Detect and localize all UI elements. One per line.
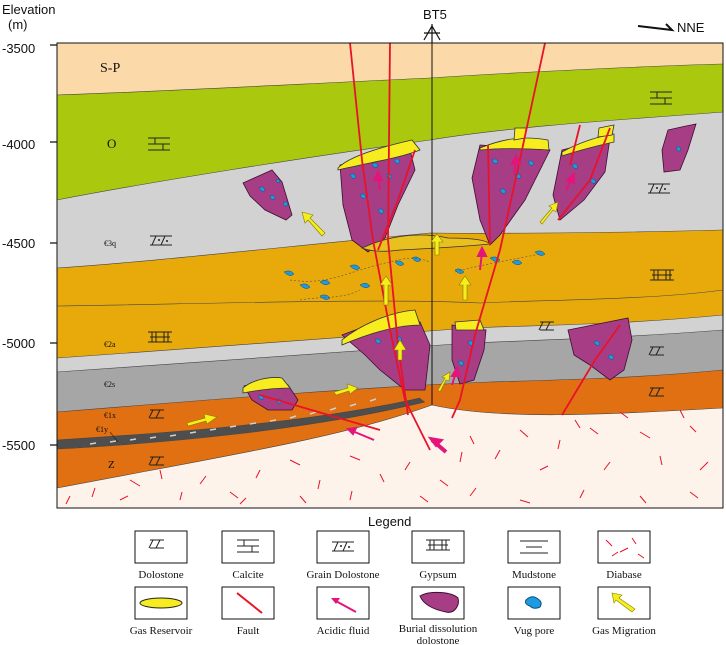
gas-reservoir-lens	[479, 137, 550, 151]
legend-label: Diabase	[606, 569, 642, 581]
legend-label: Calcite	[232, 569, 263, 581]
fault-line	[557, 127, 611, 221]
axis-tick-label: -3500	[2, 41, 35, 56]
fault-line	[259, 394, 381, 431]
acidic-fluid-arrow-icon	[331, 598, 357, 613]
formation-label: €2a	[104, 340, 116, 349]
layer-z	[57, 402, 432, 488]
legend-label: Gas Migration	[592, 625, 656, 637]
legend-label: Acidic fluid	[317, 625, 370, 637]
legend-label: Vug pore	[514, 625, 555, 637]
burial-dissolution-bodies	[242, 123, 697, 411]
section-frame	[56, 42, 724, 509]
fault-line-icon	[236, 592, 263, 614]
formation-label: S-P	[100, 61, 120, 76]
well-name: BT5	[423, 7, 447, 22]
formation-labels: S-P O €3q €2a €2s €1x €1y Z	[96, 61, 120, 471]
legend: Legend Dolostone Calcite Grain Dolostone…	[130, 514, 657, 645]
legend-label: Grain Dolostone	[306, 569, 379, 581]
acidic-fluid-arrows	[345, 153, 575, 454]
gypsum-pattern-icon	[426, 539, 450, 551]
legend-item-diabase: Diabase	[597, 530, 651, 581]
burial-dolostone-blob-icon	[419, 591, 459, 613]
formation-label: €1x	[104, 411, 116, 420]
axis-title: Elevation	[2, 2, 55, 17]
fault-line	[487, 144, 491, 246]
fault-line	[569, 124, 581, 166]
axis-tick-label: -4500	[2, 236, 35, 251]
formation-label: €3q	[104, 239, 116, 248]
vug-pore-icon	[525, 596, 542, 609]
gas-reservoir-lens	[341, 309, 421, 346]
dolostone-body	[339, 149, 416, 253]
gas-reservoir-lens	[242, 377, 291, 394]
legend-item-calcite: Calcite	[221, 530, 275, 581]
legend-label: Fault	[237, 625, 260, 637]
legend-label: dolostone	[417, 635, 460, 645]
gas-migration-arrow-icon	[611, 592, 636, 613]
gypsum-pattern-icon	[148, 331, 172, 343]
basement-diabase-zone	[57, 405, 723, 508]
legend-item-mudstone: Mudstone	[507, 530, 561, 581]
legend-item-grain-dolostone: Grain Dolostone	[306, 530, 380, 581]
fault-line	[387, 43, 409, 416]
axis-tick-label: -5000	[2, 336, 35, 351]
dolostone-body	[242, 169, 293, 221]
orientation-indicator: NNE	[637, 20, 705, 35]
mudstone-pattern-icon	[520, 540, 548, 554]
legend-title: Legend	[368, 514, 411, 529]
vug-pores	[257, 146, 682, 404]
legend-item-fault: Fault	[221, 586, 275, 637]
legend-label: Gypsum	[419, 569, 457, 581]
calcite-pattern-icon	[237, 539, 259, 553]
legend-label: Burial dissolution	[399, 623, 478, 635]
calcite-pattern-icon	[148, 137, 170, 151]
formation-label: Z	[108, 459, 115, 471]
grain-dolostone-pattern-icon	[648, 183, 670, 194]
gas-reservoirs	[242, 124, 615, 394]
axis-unit: (m)	[8, 17, 28, 32]
axis-tick-label: -5500	[2, 438, 35, 453]
legend-item-gas-reservoir: Gas Reservoir	[130, 586, 193, 637]
legend-item-gypsum: Gypsum	[411, 530, 465, 581]
orientation-label: NNE	[677, 20, 705, 35]
legend-item-dolostone: Dolostone	[134, 530, 188, 581]
legend-item-gas-migration: Gas Migration	[592, 586, 656, 637]
gas-reservoir-lens	[337, 139, 421, 171]
dolostone-body	[451, 324, 487, 385]
gypsum-pattern-icon	[650, 269, 674, 281]
layer-o	[57, 64, 723, 200]
diabase-texture	[65, 409, 709, 505]
legend-item-burial-dolostone: Burial dissolution dolostone	[399, 586, 478, 645]
diabase-pattern-icon	[605, 537, 645, 559]
well-marker: BT5	[423, 7, 447, 43]
legend-label: Gas Reservoir	[130, 625, 193, 637]
legend-item-acidic-fluid: Acidic fluid	[316, 586, 370, 637]
formation-label: €2s	[104, 380, 115, 389]
legend-item-vug-pore: Vug pore	[507, 586, 561, 637]
fault-line	[451, 43, 546, 419]
legend-label: Dolostone	[138, 569, 183, 581]
layer-e1y-dark	[57, 398, 425, 449]
formation-label: O	[107, 136, 116, 151]
grain-dolostone-pattern-icon	[150, 235, 172, 246]
stratigraphic-layers: S-P O €3q €2a €2s €1x €1y Z	[57, 43, 723, 508]
gas-migration-arrows	[186, 201, 559, 427]
calcite-pattern-icon	[650, 91, 672, 105]
lithology-symbols	[148, 91, 674, 466]
dolostone-body	[471, 144, 551, 246]
formation-label: €1y	[96, 425, 108, 434]
fault-line	[377, 149, 416, 251]
elevation-axis: Elevation (m) -3500 -4000 -4500 -5000 -5…	[2, 2, 57, 453]
gas-reservoir-lens-icon	[139, 597, 183, 609]
grain-dolostone-pattern-icon	[332, 541, 354, 552]
fault-line	[561, 324, 621, 416]
dolostone-body	[567, 317, 633, 381]
legend-label: Mudstone	[512, 569, 556, 581]
axis-tick-label: -4000	[2, 137, 35, 152]
arrow-icon	[637, 23, 675, 32]
